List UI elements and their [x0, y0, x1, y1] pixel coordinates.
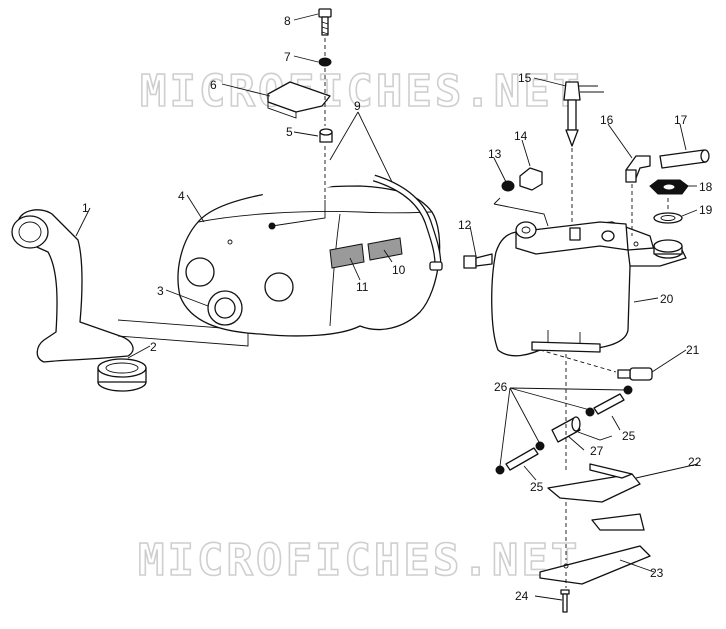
- inline-filter: [551, 416, 581, 443]
- label-15: 15: [518, 71, 532, 85]
- oil-reservoir: [491, 221, 687, 357]
- clamp-c: [535, 441, 545, 451]
- flat-washer: [501, 180, 515, 192]
- label-14: 14: [514, 129, 528, 143]
- label-23: 23: [650, 566, 664, 580]
- watermark-bottom: MICROFICHES.NET: [138, 535, 580, 586]
- clamp-d: [495, 465, 505, 475]
- watermark-top: MICROFICHES.NET: [140, 66, 582, 117]
- label-27: 27: [590, 444, 604, 458]
- level-sensor: [563, 81, 604, 147]
- washer: [318, 57, 332, 67]
- label-18: 18: [699, 180, 713, 194]
- label-7: 7: [284, 50, 291, 64]
- gasket-ring: [97, 358, 147, 392]
- label-2: 2: [150, 340, 157, 354]
- elbow-fitting: [625, 155, 651, 183]
- label-13: 13: [488, 147, 502, 161]
- intake-duct: [11, 209, 134, 363]
- oil-hose: [659, 149, 710, 169]
- label-21: 21: [686, 343, 700, 357]
- label-25-upper: 25: [622, 429, 636, 443]
- leader-lines: [75, 13, 699, 601]
- mount-bolt: [463, 253, 493, 269]
- filler-neck: [653, 239, 683, 259]
- label-12: 12: [458, 218, 472, 232]
- label-3: 3: [157, 284, 164, 298]
- grommet: [319, 128, 333, 143]
- decals: [329, 237, 403, 269]
- label-9: 9: [354, 99, 361, 113]
- upper-bracket: [547, 463, 641, 503]
- fuel-hose-upper: [593, 393, 625, 415]
- label-17: 17: [674, 113, 688, 127]
- label-5: 5: [286, 125, 293, 139]
- hex-nut: [519, 167, 543, 191]
- part-labels: 1 2 3 4 5 6 7 8 9 10 11 12 13 14 15 16 1…: [82, 14, 713, 603]
- label-8: 8: [284, 14, 291, 28]
- label-10: 10: [392, 263, 406, 277]
- cover-plate: [267, 81, 331, 119]
- filler-cap: [649, 179, 689, 195]
- label-16: 16: [600, 113, 614, 127]
- label-11: 11: [356, 280, 369, 294]
- label-20: 20: [660, 292, 674, 306]
- breather-hose: [259, 163, 443, 271]
- label-22: 22: [688, 455, 702, 469]
- label-25-lower: 25: [530, 480, 544, 494]
- label-24: 24: [515, 589, 529, 603]
- clamp-b: [585, 407, 595, 417]
- label-26: 26: [494, 380, 508, 394]
- air-box: [177, 185, 441, 337]
- label-1: 1: [82, 201, 89, 215]
- label-6: 6: [210, 78, 217, 92]
- label-4: 4: [178, 189, 185, 203]
- fuel-hose-lower: [505, 447, 539, 471]
- bottom-screw: [560, 589, 570, 613]
- lower-bracket: [539, 513, 651, 585]
- label-19: 19: [699, 203, 713, 217]
- outlet-fitting: [617, 367, 653, 381]
- filler-ring: [653, 212, 683, 224]
- bolt: [318, 8, 332, 36]
